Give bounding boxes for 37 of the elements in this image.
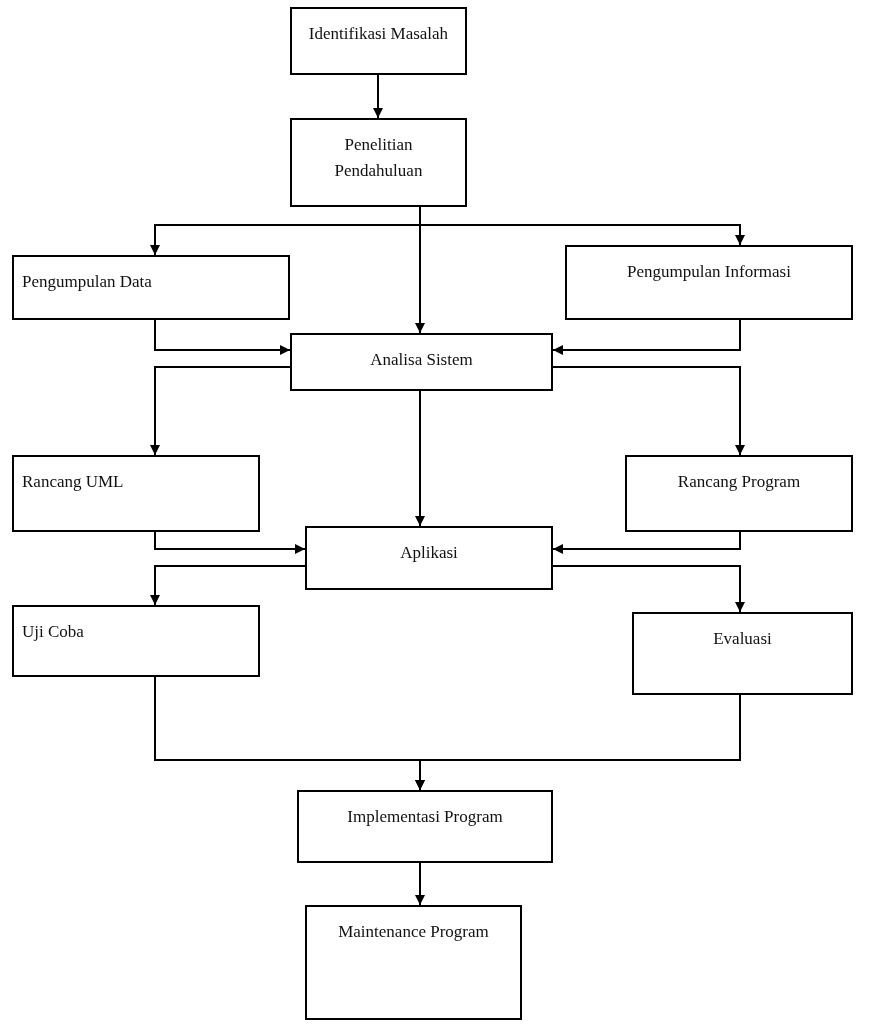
- process-box: [625, 455, 853, 532]
- arrow: [415, 862, 425, 906]
- arrow: [415, 206, 425, 334]
- process-box: [305, 905, 522, 1020]
- arrow: [150, 366, 291, 456]
- box-label: Analisa Sistem: [369, 349, 474, 371]
- arrow: [415, 694, 741, 791]
- process-box: [12, 455, 260, 532]
- arrow: [150, 565, 306, 606]
- box-label: Maintenance Program: [337, 921, 490, 943]
- box-label: Identifikasi Masalah: [307, 23, 450, 45]
- arrow: [552, 319, 741, 355]
- process-box: [290, 118, 467, 207]
- box-label: Pengumpulan Informasi: [626, 261, 792, 283]
- process-box: [12, 605, 260, 677]
- process-box: [12, 255, 290, 320]
- box-label: Implementasi Program: [346, 806, 504, 828]
- box-label: Uji Coba: [22, 621, 85, 643]
- process-box: [632, 612, 853, 695]
- arrow: [154, 531, 306, 554]
- process-box: [297, 790, 553, 863]
- process-box: [290, 333, 553, 391]
- box-label: Penelitian Pendahuluan: [333, 134, 424, 182]
- process-box: [290, 7, 467, 75]
- arrow: [415, 390, 425, 527]
- arrow: [154, 319, 291, 355]
- arrow: [552, 531, 741, 554]
- box-label: Evaluasi: [712, 628, 773, 650]
- arrow: [373, 74, 383, 119]
- box-label: Pengumpulan Data: [22, 271, 153, 293]
- process-box: [565, 245, 853, 320]
- box-label: Rancang Program: [676, 471, 802, 493]
- box-label: Aplikasi: [399, 542, 459, 564]
- arrow: [552, 366, 745, 456]
- process-box: [305, 526, 553, 590]
- box-label: Rancang UML: [22, 471, 125, 493]
- arrow: [552, 565, 745, 613]
